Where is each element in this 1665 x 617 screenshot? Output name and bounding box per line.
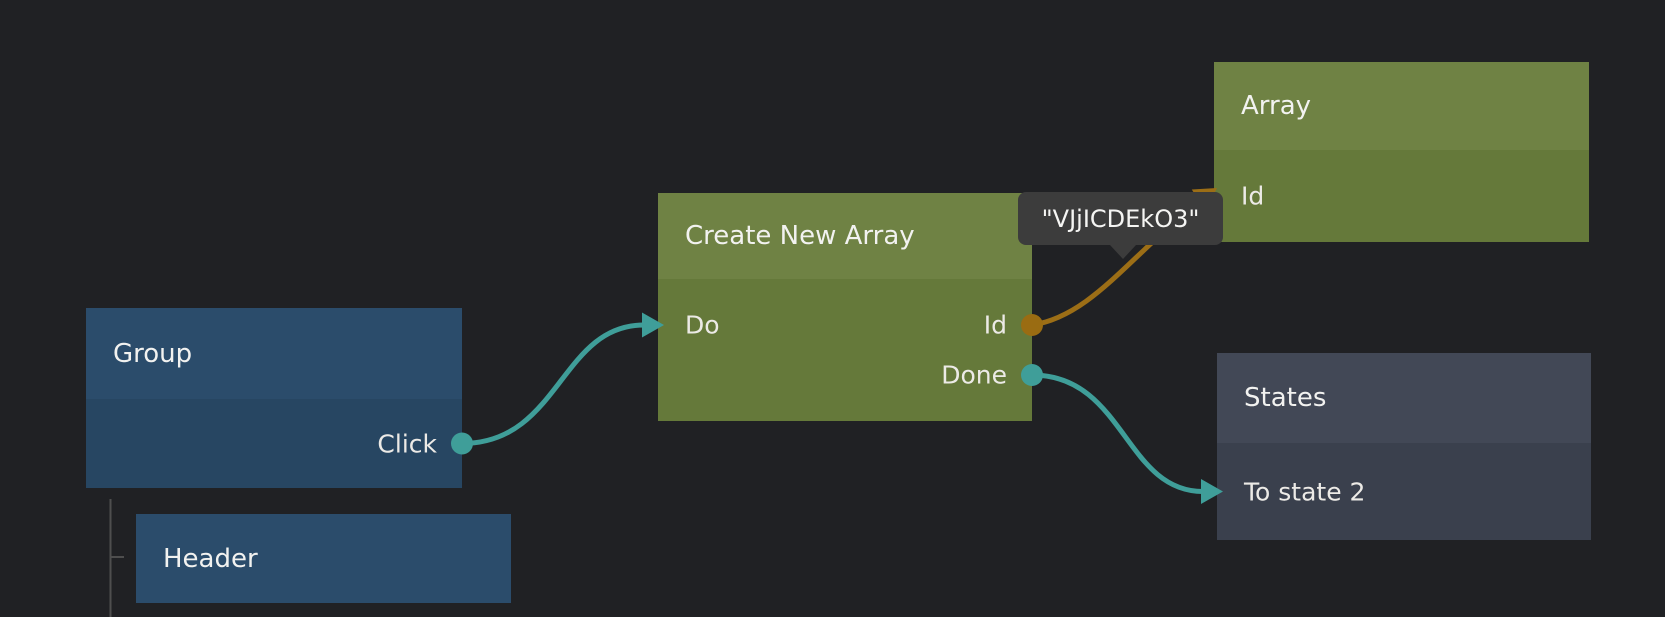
- node-title-array: Array: [1241, 91, 1312, 121]
- port-array-id[interactable]: Id: [1241, 181, 1265, 211]
- node-header[interactable]: Header: [136, 514, 511, 603]
- tooltip-pointer-icon: [1110, 245, 1136, 259]
- port-group-click[interactable]: Click: [377, 429, 437, 458]
- port-create-new-array-id[interactable]: Id: [983, 310, 1007, 340]
- port-create-new-array-done[interactable]: Done: [941, 360, 1007, 390]
- port-value-tooltip: "VJjICDEkO3": [1018, 192, 1223, 259]
- node-header-states[interactable]: States: [1217, 353, 1591, 443]
- node-header-create-new-array[interactable]: Create New Array: [658, 193, 1032, 279]
- wire-group-click-to-create-new-array-do[interactable]: [461, 322, 645, 446]
- node-title-header: Header: [163, 543, 258, 574]
- port-states-to-state-2[interactable]: To state 2: [1244, 477, 1366, 506]
- wire-create-new-array-done-to-states-to-state-2[interactable]: [1031, 372, 1204, 494]
- port-create-new-array-do[interactable]: Do: [685, 310, 720, 340]
- node-header-group[interactable]: Group: [86, 308, 462, 399]
- port-value-tooltip-text: "VJjICDEkO3": [1041, 204, 1200, 233]
- node-states[interactable]: States To state 2: [1217, 353, 1591, 540]
- node-title-states: States: [1244, 383, 1327, 413]
- node-header-array[interactable]: Array: [1214, 62, 1589, 150]
- node-title-group: Group: [113, 338, 193, 369]
- node-title-create-new-array: Create New Array: [685, 221, 915, 251]
- node-header-header[interactable]: Header: [136, 514, 511, 603]
